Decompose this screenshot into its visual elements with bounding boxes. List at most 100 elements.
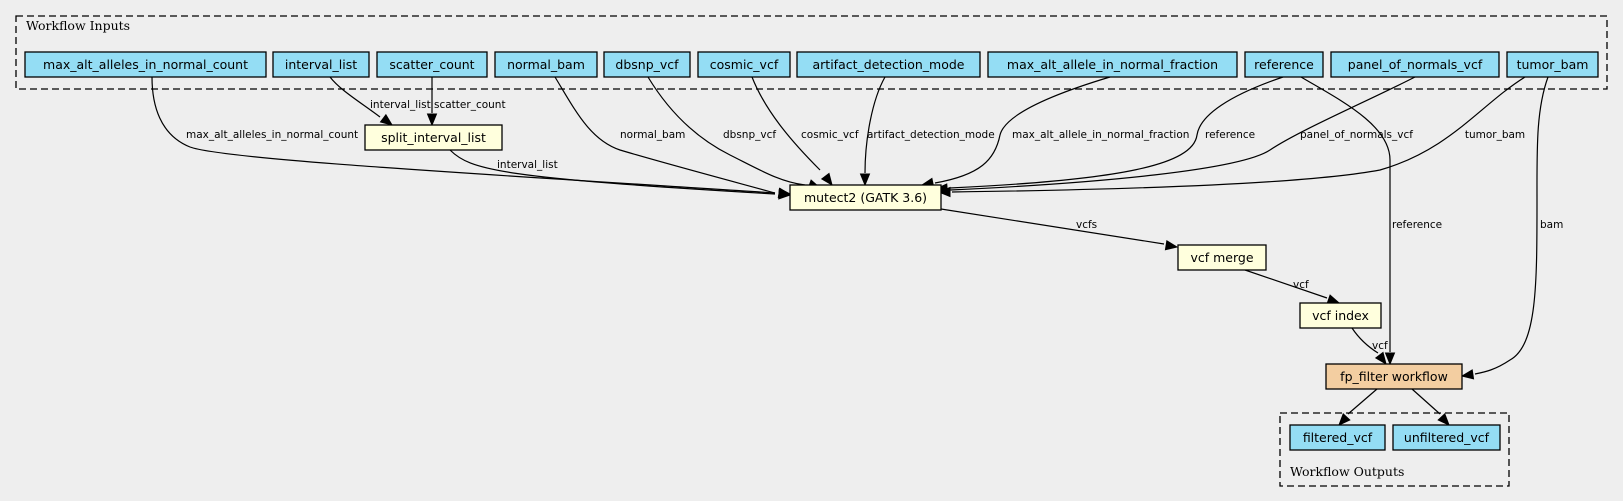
edge-line [1347, 388, 1378, 415]
arrowhead [1437, 413, 1450, 426]
edge-label: normal_bam [620, 129, 685, 141]
edge-vcf_merge-to-vcf_index: vcf [1244, 269, 1341, 305]
node-box [987, 51, 1238, 78]
node-box [364, 124, 503, 151]
edge-line [329, 76, 381, 118]
arrowhead [1374, 351, 1387, 366]
node-box [796, 51, 981, 78]
node-box [1392, 424, 1501, 451]
node-box [697, 51, 791, 78]
node-label: vcf index [1312, 308, 1369, 323]
node-label: fp_filter workflow [1340, 369, 1448, 384]
node-filtered-vcf[interactable]: filtered_vcf [1289, 424, 1386, 451]
node-vcf-merge[interactable]: vcf merge [1177, 244, 1267, 271]
edge-label: tumor_bam [1465, 129, 1525, 141]
edge-line [940, 208, 1165, 245]
edge-label: bam [1540, 219, 1563, 231]
arrowhead [1384, 352, 1396, 366]
edge-label: reference [1205, 129, 1255, 141]
node-box [1289, 424, 1386, 451]
node-box [1299, 302, 1382, 329]
arrowhead [777, 187, 792, 198]
node-panel-of-normals-vcf[interactable]: panel_of_normals_vcf [1330, 51, 1500, 78]
node-tumor-bam[interactable]: tumor_bam [1506, 51, 1599, 78]
node-label: cosmic_vcf [710, 57, 779, 72]
edge-label: max_alt_allele_in_normal_fraction [1012, 129, 1189, 141]
arrowhead [1460, 369, 1475, 380]
node-reference[interactable]: reference [1244, 51, 1324, 78]
node-label: interval_list [285, 57, 357, 72]
nodes: max_alt_alleles_in_normal_count interval_… [24, 51, 1599, 451]
arrowhead [859, 173, 871, 187]
node-label: normal_bam [507, 57, 585, 72]
arrowhead [379, 113, 394, 126]
edge-line [554, 76, 776, 194]
edge-line [951, 76, 1526, 193]
node-box [24, 51, 267, 78]
edge-line [1351, 327, 1379, 354]
node-label: max_alt_alleles_in_normal_count [43, 57, 248, 72]
node-label: mutect2 (GATK 3.6) [804, 190, 927, 205]
edge-label: reference [1392, 219, 1442, 231]
node-split-interval-list[interactable]: split_interval_list [364, 124, 503, 151]
node-normal-bam[interactable]: normal_bam [494, 51, 598, 78]
node-box [1177, 244, 1267, 271]
node-label: vcf merge [1190, 250, 1253, 265]
node-mutect2[interactable]: mutect2 (GATK 3.6) [789, 184, 942, 211]
node-box [272, 51, 370, 78]
edge-label: vcf [1293, 279, 1309, 291]
edge-label: cosmic_vcf [801, 129, 859, 141]
node-label: tumor_bam [1517, 57, 1589, 72]
node-label: unfiltered_vcf [1404, 430, 1490, 445]
node-vcf-index[interactable]: vcf index [1299, 302, 1382, 329]
node-unfiltered-vcf[interactable]: unfiltered_vcf [1392, 424, 1501, 451]
edge-label: vcf [1372, 340, 1388, 352]
edge-tumor_bam-to-mutect2: tumor_bam [937, 76, 1526, 198]
edge-line [864, 76, 886, 174]
arrowhead [820, 172, 833, 187]
node-dbsnp-vcf[interactable]: dbsnp_vcf [603, 51, 691, 78]
workflow-inputs-cluster: Workflow Inputs [15, 15, 1608, 90]
node-label: filtered_vcf [1303, 430, 1373, 445]
edge-line [751, 76, 821, 171]
edge-normal_bam-to-mutect2: normal_bam [554, 76, 792, 198]
edge-artifact_detection_mode-to-mutect2: artifact_detection_mode [859, 76, 995, 187]
edge-line [1411, 388, 1441, 415]
edge-line [1244, 269, 1328, 299]
edge-tumor_bam-to-fp_filter: bam [1460, 76, 1563, 380]
arrowhead [1338, 413, 1351, 426]
node-box [603, 51, 691, 78]
edge-label: panel_of_normals_vcf [1300, 129, 1413, 141]
node-artifact-detection-mode[interactable]: artifact_detection_mode [796, 51, 981, 78]
edge-cosmic_vcf-to-mutect2: cosmic_vcf [751, 76, 859, 187]
node-box [494, 51, 598, 78]
edge-line [647, 76, 806, 186]
edge-label: vcfs [1076, 219, 1097, 231]
node-label: artifact_detection_mode [813, 57, 965, 72]
node-cosmic-vcf[interactable]: cosmic_vcf [697, 51, 791, 78]
edge-vcf_index-to-fp_filter: vcf [1351, 327, 1388, 366]
node-box [1325, 363, 1463, 390]
arrowhead [426, 113, 438, 127]
node-max-alt-allele-in-normal-fraction[interactable]: max_alt_allele_in_normal_fraction [987, 51, 1238, 78]
node-box [1506, 51, 1599, 78]
node-max-alt-alleles-in-normal-count[interactable]: max_alt_alleles_in_normal_count [24, 51, 267, 78]
node-scatter-count[interactable]: scatter_count [376, 51, 488, 78]
edge-line [1474, 76, 1549, 375]
edge-line [1300, 76, 1391, 352]
edge-split_interval_list-to-mutect2: interval_list [449, 149, 792, 200]
node-box [789, 184, 942, 211]
node-label: max_alt_allele_in_normal_fraction [1007, 57, 1218, 72]
edge-label: max_alt_alleles_in_normal_count [186, 129, 358, 141]
node-label: panel_of_normals_vcf [1348, 57, 1483, 72]
node-label: scatter_count [389, 57, 474, 72]
edge-label: interval_list [497, 159, 558, 171]
edge-line [934, 76, 1111, 184]
edge-fp_filter-to-unfiltered_vcf [1411, 388, 1450, 426]
node-fp-filter[interactable]: fp_filter workflow [1325, 363, 1463, 390]
edges: max_alt_alleles_in_normal_count interval_… [151, 76, 1563, 426]
node-label: dbsnp_vcf [615, 57, 679, 72]
node-label: split_interval_list [381, 130, 486, 145]
node-interval-list[interactable]: interval_list [272, 51, 370, 78]
